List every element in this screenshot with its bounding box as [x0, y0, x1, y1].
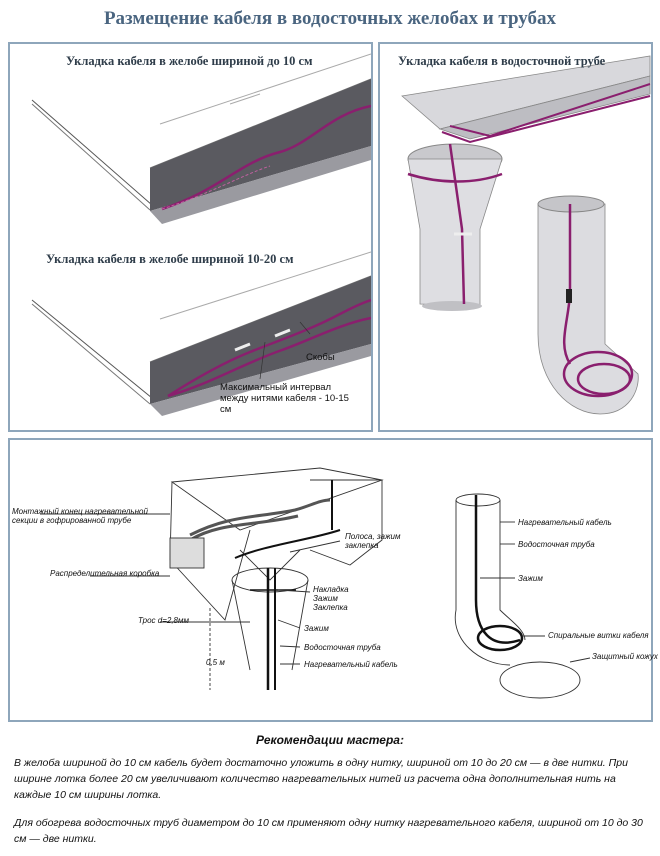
label-overlay-clamp-rivet: Накладка Зажим Заклепка — [313, 585, 349, 612]
label-heating-cable-left: Нагревательный кабель — [304, 660, 398, 669]
gutter-narrow-drawing — [31, 53, 371, 224]
funnel-pipe-drawing — [401, 55, 651, 311]
schematic-panel: Монтажный конец нагревательной секции в … — [8, 438, 658, 722]
label-protective-cover: Защитный кожух — [592, 652, 658, 661]
label-junction-box: Распределительная коробка — [50, 569, 160, 578]
label-mount-end: Монтажный конец нагревательной секции в … — [12, 507, 148, 525]
downpipe-panel: Укладка кабеля в водосточной трубе — [378, 42, 653, 432]
downpipe-caption: Укладка кабеля в водосточной трубе — [398, 54, 606, 68]
label-cable-interval: Максимальный интервал между нитями кабел… — [220, 382, 349, 415]
gutter-wide-drawing — [31, 251, 371, 416]
label-heating-cable-right: Нагревательный кабель — [518, 518, 612, 527]
gutter-wide-caption: Укладка кабеля в желобе шириной 10-20 см — [46, 252, 294, 266]
page-title: Размещение кабеля в водосточных желобах … — [103, 8, 557, 29]
downpipe-illustrations — [401, 55, 651, 415]
elbow-pipe-drawing — [537, 195, 639, 415]
label-downpipe-left: Водосточная труба — [304, 643, 381, 652]
label-clips: Скобы — [306, 352, 335, 363]
gutter-panel: Укладка кабеля в желобе шириной до 10 см… — [8, 42, 373, 432]
label-downpipe-right: Водосточная труба — [518, 540, 595, 549]
label-clamp-right: Зажим — [518, 574, 543, 583]
roof-downpipe-schematic — [40, 467, 384, 690]
schematic-drawings — [40, 467, 591, 699]
recommendation-paragraph-1: В желоба шириной до 10 см кабель будет д… — [14, 757, 628, 801]
label-height: 0,5 м — [206, 658, 225, 667]
recommendation-paragraph-2: Для обогрева водосточных труб диаметром … — [14, 817, 643, 845]
recommendations-title: Рекомендации мастера: — [256, 733, 404, 747]
gutter-illustrations — [31, 53, 371, 416]
label-clamp-left: Зажим — [304, 624, 329, 633]
label-spiral-turns: Спиральные витки кабеля — [548, 631, 649, 640]
elbow-schematic — [454, 493, 591, 699]
gutter-narrow-caption: Укладка кабеля в желобе шириной до 10 см — [66, 54, 313, 68]
label-cable-rope: Трос d=2,8мм — [138, 616, 189, 625]
label-strip-clamp-rivet: Полоса, зажим заклепка — [345, 532, 401, 550]
